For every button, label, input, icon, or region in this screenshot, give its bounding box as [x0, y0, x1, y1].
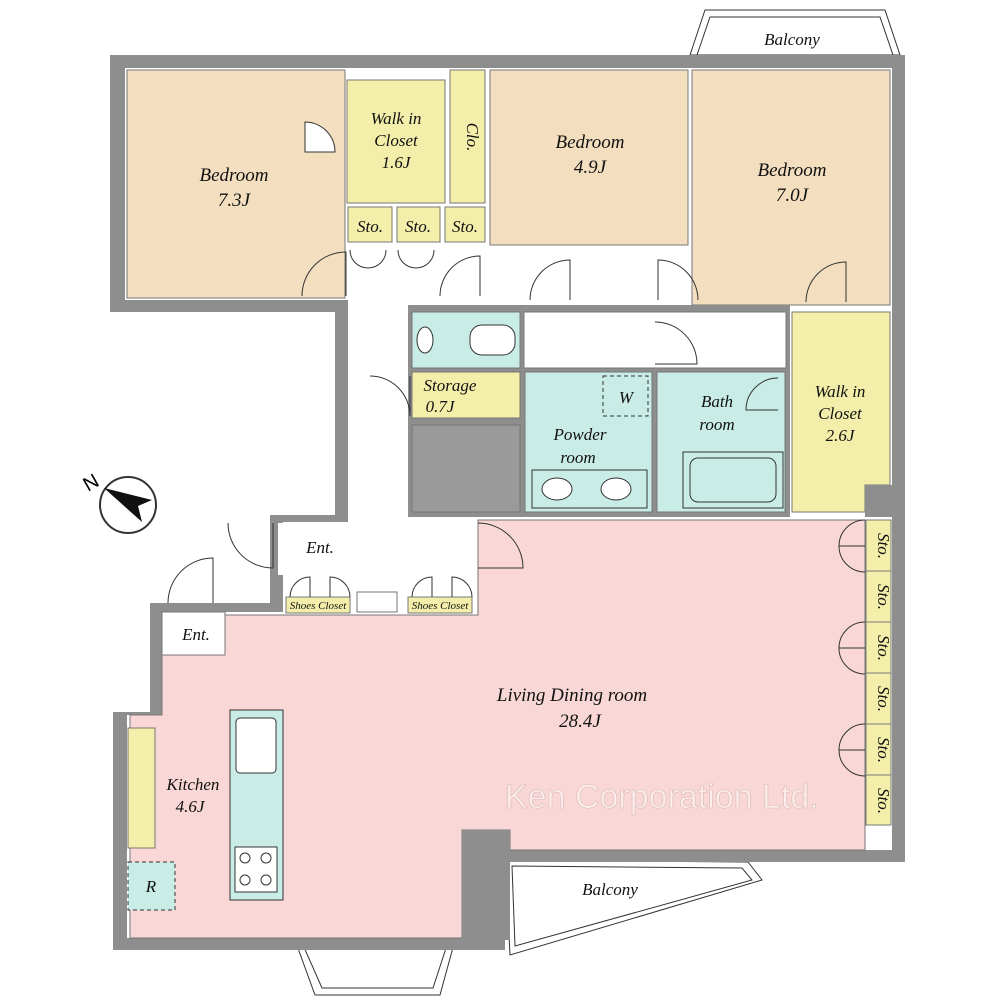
ent2-label: Ent. [181, 625, 210, 644]
wic1-size: 1.6J [382, 153, 412, 172]
balcony-bottom: Balcony [504, 859, 763, 956]
balcony-top-label: Balcony [764, 30, 820, 49]
living-label: Living Dining room [496, 685, 647, 706]
balcony-top: Balcony [689, 9, 901, 56]
sto-label: Sto. [874, 635, 893, 661]
sink-icon [235, 717, 277, 774]
sto-label: Sto. [874, 737, 893, 763]
wic1-label: Walk in [371, 109, 422, 128]
clo-label: Clo. [463, 123, 482, 152]
powder-label2: room [560, 448, 595, 467]
closet-doors-right [838, 519, 866, 777]
pillar [462, 830, 510, 940]
storage-top: Sto. Sto. Sto. [347, 206, 486, 243]
bathtub-icon [689, 457, 777, 503]
pillar [865, 485, 892, 517]
sto-label: Sto. [452, 217, 478, 236]
entrance-2 [161, 611, 226, 656]
sink-icon [541, 477, 573, 501]
walk-in-closet-1 [346, 79, 446, 204]
bath-label2: room [699, 415, 734, 434]
bedroom1-size: 7.3J [218, 190, 252, 211]
storage-0-7 [411, 371, 521, 419]
bedroom2-label: Bedroom [556, 132, 625, 153]
washer-label: W [619, 388, 635, 407]
utility-shaft [411, 424, 521, 513]
compass-north-label: N [80, 470, 104, 496]
powder-label: Powder [553, 425, 607, 444]
shoes-closet [407, 596, 473, 614]
entrance-1 [278, 523, 350, 575]
wic1-label2: Closet [374, 131, 419, 150]
bedroom-7-0 [691, 69, 891, 306]
watermark: Ken Corporation Ltd. [505, 778, 819, 816]
bedroom3-label: Bedroom [758, 160, 827, 181]
storage-right: Sto. Sto. Sto. Sto. Sto. Sto. [865, 519, 893, 826]
sto-label: Sto. [874, 533, 893, 559]
bedroom1-label: Bedroom [200, 165, 269, 186]
living-size: 28.4J [559, 711, 602, 732]
stove-icon [234, 846, 278, 893]
bedroom2-size: 4.9J [574, 157, 608, 178]
ent1-label: Ent. [305, 538, 334, 557]
shoes-closet [285, 596, 351, 614]
kitchen-counter [127, 727, 156, 849]
sto-label: Sto. [874, 788, 893, 814]
north-arrow-icon [104, 488, 152, 522]
balcony-bottom-label: Balcony [582, 880, 638, 899]
sink-icon [600, 477, 632, 501]
bedroom3-size: 7.0J [776, 185, 810, 206]
sto-label: Sto. [874, 686, 893, 712]
toilet-icon [469, 324, 516, 356]
bedroom-7-3 [126, 69, 346, 299]
sto-label: Sto. [405, 217, 431, 236]
kitchen-label: Kitchen [166, 775, 220, 794]
compass: N [80, 470, 157, 534]
shoes-closet-label: Shoes Closet [290, 600, 347, 612]
fridge-space [127, 861, 176, 911]
wic2-size: 2.6J [826, 426, 856, 445]
storage-label: Storage [424, 376, 477, 395]
step [356, 591, 398, 613]
closet-clo [449, 69, 486, 204]
bath-label: Bath [701, 392, 733, 411]
bedroom-4-9 [489, 69, 689, 246]
kitchen-size: 4.6J [176, 797, 206, 816]
washer-space [602, 375, 649, 417]
shoes-closet-label: Shoes Closet [412, 600, 469, 612]
wic2-label2: Closet [818, 404, 863, 423]
corridor [523, 311, 787, 369]
sto-label: Sto. [874, 584, 893, 610]
sto-label: Sto. [357, 217, 383, 236]
storage-size: 0.7J [426, 397, 456, 416]
doors [167, 121, 847, 604]
fridge-label: R [145, 877, 157, 896]
wic2-label: Walk in [815, 382, 866, 401]
toilet-room [411, 311, 521, 369]
